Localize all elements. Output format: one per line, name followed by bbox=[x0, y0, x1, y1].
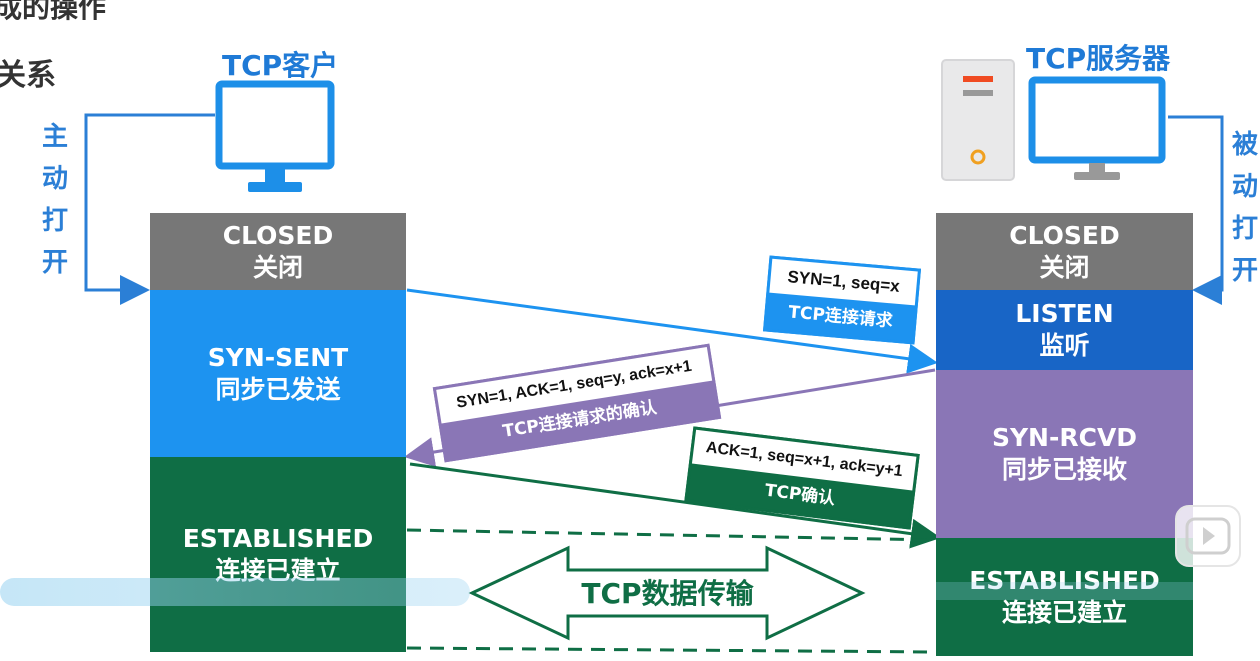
transfer-dash-bottom bbox=[406, 646, 936, 654]
client-monitor-icon bbox=[215, 80, 335, 192]
transfer-label: TCP数据传输 bbox=[581, 577, 754, 610]
brush-stroke bbox=[0, 578, 470, 606]
ack-arrow bbox=[409, 462, 941, 549]
transfer-dash-top bbox=[406, 528, 936, 542]
active-open-connector bbox=[84, 113, 215, 305]
heading-side-fragment: 关系 bbox=[0, 58, 56, 93]
server-tower-icon bbox=[941, 59, 1015, 181]
transfer-arrow-icon bbox=[468, 545, 866, 641]
brush-stroke-right bbox=[936, 582, 1193, 600]
play-icon bbox=[1185, 517, 1231, 555]
video-play-button[interactable] bbox=[1175, 505, 1241, 567]
passive-open-label: 被动 打开 bbox=[1231, 130, 1258, 286]
passive-open-connector bbox=[1168, 115, 1224, 305]
server-title: TCP服务器 bbox=[1026, 42, 1171, 75]
active-open-label: 主动 打开 bbox=[41, 122, 68, 278]
server-monitor-icon bbox=[1028, 76, 1166, 180]
client-title: TCP客户 bbox=[222, 49, 339, 82]
syn-message-box: SYN=1, seq=x TCP连接请求 bbox=[762, 255, 922, 345]
syn-arrow bbox=[406, 288, 938, 374]
heading-top-fragment: 成的操作 bbox=[0, 0, 107, 24]
